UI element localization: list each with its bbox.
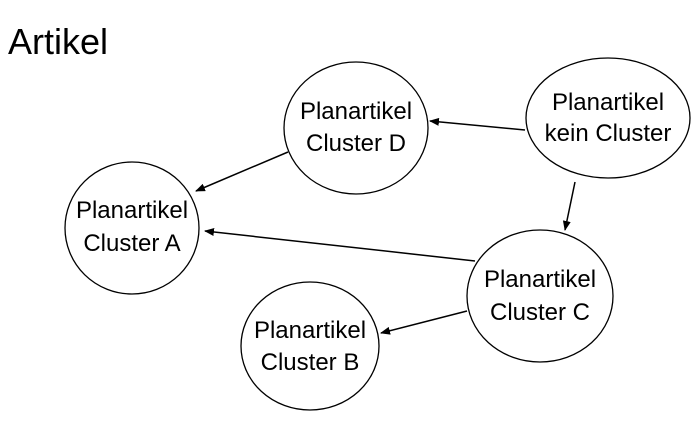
edge-d-to-a bbox=[195, 151, 289, 192]
node-kein-cluster: Planartikel kein Cluster bbox=[525, 57, 691, 179]
node-cluster-a-label-line1: Planartikel bbox=[76, 197, 188, 224]
node-cluster-b-ellipse bbox=[240, 281, 380, 411]
node-kein-cluster-label-line2: kein Cluster bbox=[545, 120, 672, 147]
diagram-title: Artikel bbox=[8, 21, 108, 62]
node-cluster-c: Planartikel Cluster C bbox=[466, 229, 614, 363]
node-cluster-d: Planartikel Cluster D bbox=[283, 61, 429, 195]
node-cluster-b: Planartikel Cluster B bbox=[240, 281, 380, 411]
node-kein-cluster-label-line1: Planartikel bbox=[552, 89, 664, 116]
node-cluster-a-label-line2: Cluster A bbox=[83, 230, 180, 257]
node-cluster-d-label-line2: Cluster D bbox=[306, 130, 406, 157]
edge-kein-to-c bbox=[562, 181, 576, 231]
node-cluster-b-label-line2: Cluster B bbox=[261, 349, 360, 376]
edge-c-to-a bbox=[204, 228, 476, 262]
node-cluster-c-label-line1: Planartikel bbox=[484, 266, 596, 293]
node-cluster-a: Planartikel Cluster A bbox=[64, 161, 200, 295]
edges-layer bbox=[195, 117, 576, 335]
node-cluster-c-label-line2: Cluster C bbox=[490, 299, 590, 326]
node-cluster-d-ellipse bbox=[283, 61, 429, 195]
node-cluster-a-ellipse bbox=[64, 161, 200, 295]
edge-c-to-b bbox=[380, 310, 468, 335]
node-kein-cluster-ellipse bbox=[525, 57, 691, 179]
node-cluster-b-label-line1: Planartikel bbox=[254, 317, 366, 344]
node-cluster-d-label-line1: Planartikel bbox=[300, 98, 412, 125]
node-cluster-c-ellipse bbox=[466, 229, 614, 363]
edge-kein-to-d bbox=[429, 117, 526, 131]
